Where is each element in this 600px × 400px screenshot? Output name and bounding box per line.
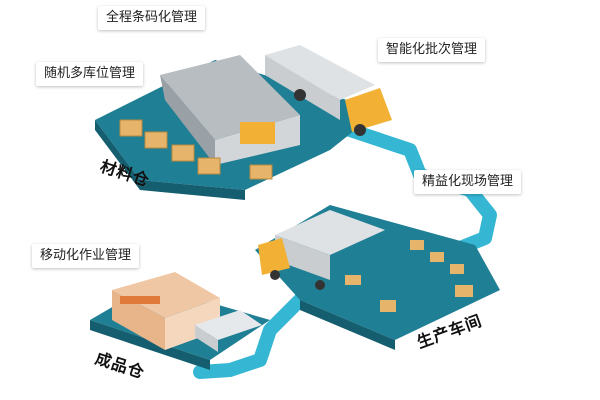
delivery-van xyxy=(195,310,262,352)
material-pallets xyxy=(119,119,273,180)
material-warehouse-building xyxy=(160,55,300,165)
production-truck xyxy=(258,210,385,290)
callout-lean-site-management: 精益化现场管理 xyxy=(414,170,522,194)
workshop-racks xyxy=(345,240,473,312)
finished-goods-store xyxy=(112,272,220,350)
callout-multi-location-management: 随机多库位管理 xyxy=(36,62,144,86)
callout-barcode-management: 全程条码化管理 xyxy=(98,6,206,30)
truck-top xyxy=(265,45,392,136)
callout-mobile-operation-management: 移动化作业管理 xyxy=(32,244,140,268)
callout-batch-management: 智能化批次管理 xyxy=(378,38,486,62)
